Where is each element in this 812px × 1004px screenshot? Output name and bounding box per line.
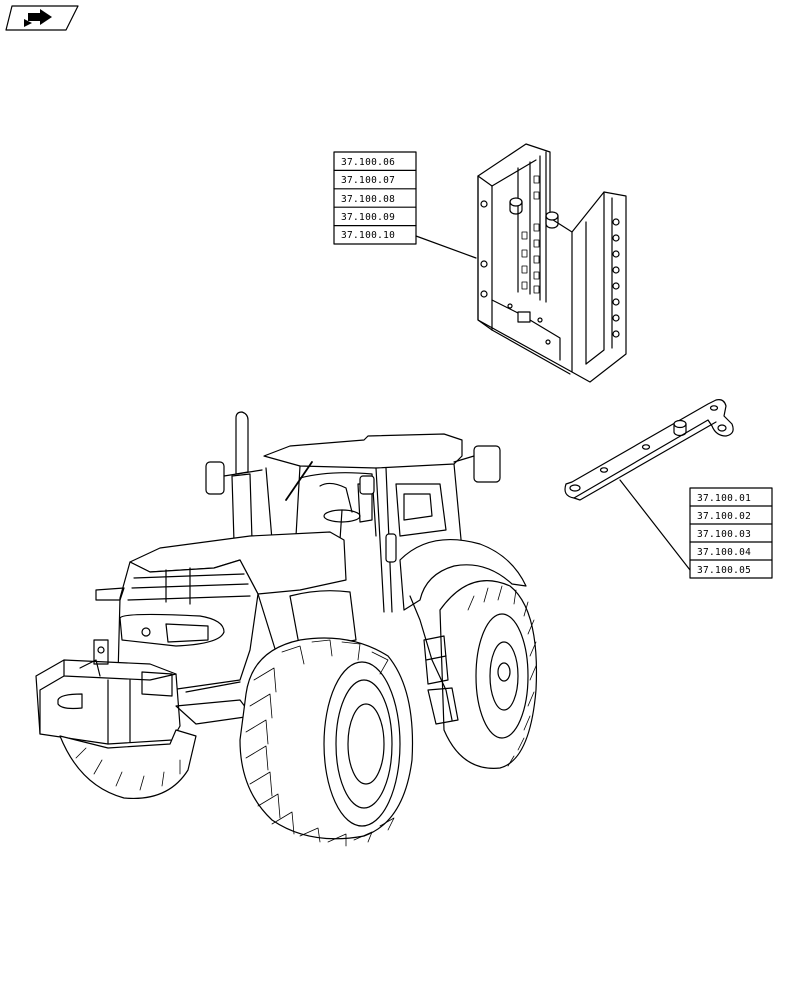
rear-fender xyxy=(399,538,527,611)
ref-37-100-10[interactable]: 37.100.10 xyxy=(341,230,395,241)
drawbar-hitch-drawing xyxy=(477,143,627,383)
lower-link-drawing xyxy=(564,399,734,501)
ref-37-100-02[interactable]: 37.100.02 xyxy=(697,511,751,522)
front-weight-block xyxy=(35,639,181,745)
nav-badge[interactable] xyxy=(5,5,79,31)
arrow-right-icon xyxy=(24,9,52,27)
callout-table-lower-link: 37.100.01 37.100.02 37.100.03 37.100.04 … xyxy=(619,479,773,579)
callout-table-hitch: 37.100.06 37.100.07 37.100.08 37.100.09 … xyxy=(333,151,477,259)
front-wheel-left xyxy=(59,729,197,800)
ref-37-100-08[interactable]: 37.100.08 xyxy=(341,194,395,205)
rear-wheel-right xyxy=(439,580,538,769)
ref-37-100-07[interactable]: 37.100.07 xyxy=(341,175,395,186)
ref-37-100-05[interactable]: 37.100.05 xyxy=(697,565,751,576)
ref-37-100-09[interactable]: 37.100.09 xyxy=(341,212,395,223)
ref-37-100-04[interactable]: 37.100.04 xyxy=(697,547,751,558)
leader-line-hitch xyxy=(415,235,477,259)
tractor-drawing xyxy=(35,411,538,847)
hood xyxy=(95,531,357,691)
cab xyxy=(205,411,501,613)
ref-37-100-06[interactable]: 37.100.06 xyxy=(341,157,395,168)
front-wheel-right xyxy=(239,637,414,847)
ref-37-100-03[interactable]: 37.100.03 xyxy=(697,529,751,540)
ref-37-100-01[interactable]: 37.100.01 xyxy=(697,493,751,504)
leader-line-lower-link xyxy=(619,479,691,571)
